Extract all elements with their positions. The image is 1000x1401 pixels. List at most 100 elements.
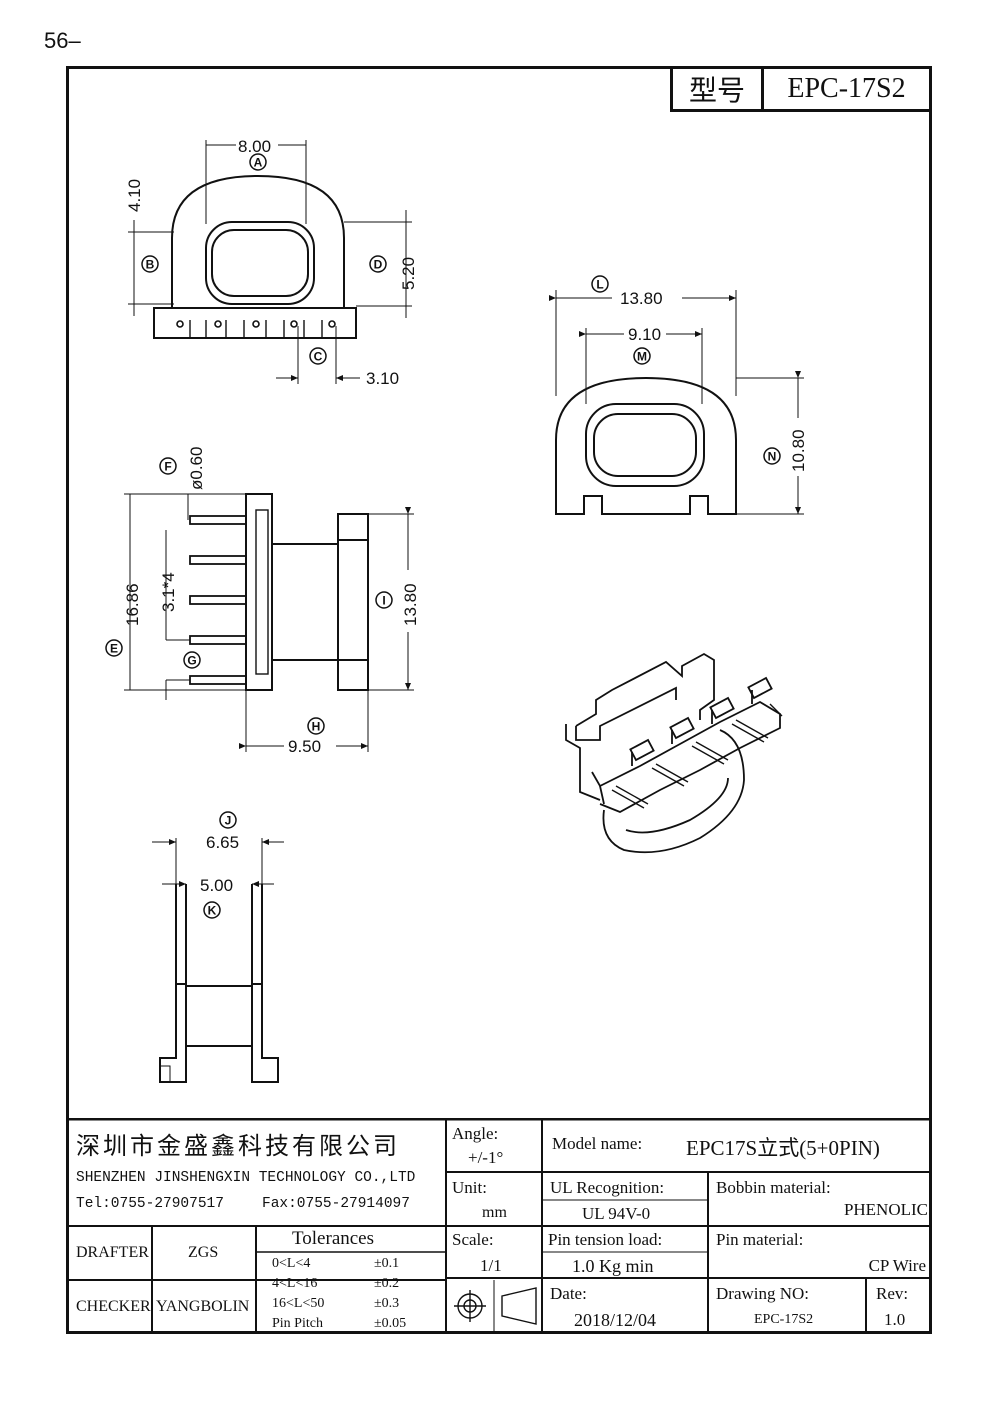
marker-circle-b [141, 255, 159, 273]
model-number: EPC-17S2 [787, 73, 906, 104]
marker-circle-i [375, 591, 393, 609]
bobbin-value: PHENOLIC [843, 1200, 928, 1219]
title-block: 深圳市金盛鑫科技有限公司 SHENZHEN JINSHENGXIN TECHNO… [66, 1118, 932, 1334]
date-label: Date: [550, 1284, 587, 1303]
date-value: 2018/12/04 [574, 1310, 657, 1330]
front-view [549, 290, 804, 515]
marker-circle-h [307, 717, 325, 735]
checker-value: YANGBOLIN [156, 1298, 250, 1315]
model-name-value: EPC17S立式(5+0PIN) [686, 1136, 880, 1160]
drawing-frame [66, 66, 932, 1334]
company-tel: Tel:0755-27907517 [76, 1196, 224, 1212]
dim-g-value: 3.1*4 [159, 572, 178, 612]
marker-circle-g [183, 651, 201, 669]
dim-l-value: 13.80 [620, 289, 663, 308]
dim-k-value: 5.00 [200, 876, 233, 895]
tolerances-title: Tolerances [292, 1228, 375, 1249]
section-view [152, 838, 284, 1083]
dim-h-value: 9.50 [288, 737, 321, 756]
top-view [128, 140, 412, 384]
marker-g: G [187, 654, 196, 668]
tolerance-row: 16<L<50±0.3 [272, 1294, 444, 1314]
ul-label: UL Recognition: [550, 1178, 665, 1197]
marker-a: A [254, 156, 263, 170]
tolerance-range: Pin Pitch [272, 1316, 323, 1331]
marker-circle-k [203, 901, 221, 919]
page-number: 56– [44, 28, 81, 53]
model-name-label: Model name: [552, 1134, 643, 1153]
tolerance-range: 4<L<16 [272, 1276, 318, 1291]
pin-material-label: Pin material: [716, 1230, 804, 1249]
drafter-value: ZGS [188, 1244, 219, 1261]
checker-label: CHECKER [76, 1298, 151, 1315]
drafter-label: DRAFTER [76, 1244, 149, 1261]
tolerance-value: ±0.05 [374, 1316, 407, 1331]
tolerance-value: ±0.3 [374, 1296, 400, 1311]
model-header: 型号 EPC-17S2 [670, 66, 932, 112]
type-label: 型号 [673, 69, 764, 109]
angle-label: Angle: [452, 1124, 499, 1143]
marker-j: J [225, 814, 232, 828]
side-view [124, 493, 414, 752]
drawing-no-value: EPC-17S2 [754, 1312, 814, 1327]
marker-c: C [314, 350, 323, 364]
dim-j-value: 6.65 [206, 833, 239, 852]
marker-circle-m [633, 347, 651, 365]
ul-value: UL 94V-0 [582, 1204, 651, 1223]
dim-a-value: 8.00 [238, 137, 271, 156]
dim-i-value: 13.80 [401, 583, 420, 626]
rev-label: Rev: [876, 1284, 909, 1303]
marker-k: K [208, 904, 217, 918]
drawing-no-label: Drawing NO: [716, 1284, 810, 1303]
title-block-grid [66, 1118, 932, 1334]
dim-m-value: 9.10 [628, 325, 661, 344]
marker-l: L [596, 278, 603, 292]
marker-n: N [768, 450, 777, 464]
tolerance-row: 4<L<16 ±0.2 [272, 1274, 444, 1294]
marker-circle-d [369, 255, 387, 273]
dim-d-value: 5.20 [399, 257, 418, 290]
angle-value: +/-1° [468, 1148, 504, 1167]
dim-c-value: 3.10 [366, 369, 399, 388]
bobbin-label: Bobbin material: [716, 1178, 831, 1197]
marker-m: M [637, 350, 647, 364]
marker-d: D [374, 258, 383, 272]
pin-tension-value: 1.0 Kg min [572, 1256, 654, 1276]
dim-e-value: 16.86 [123, 583, 142, 626]
marker-circle-f [159, 457, 177, 475]
tolerance-row: 0<L<4 ±0.1 [272, 1254, 444, 1274]
marker-e: E [110, 642, 118, 656]
tolerance-value: ±0.1 [374, 1256, 400, 1271]
marker-circle-e [105, 639, 123, 657]
unit-value: mm [482, 1204, 507, 1221]
company-name-cn: 深圳市金盛鑫科技有限公司 [76, 1134, 400, 1160]
tolerance-range: 0<L<4 [272, 1256, 311, 1271]
projection-symbol-icon [454, 1287, 537, 1325]
marker-circle-l [591, 275, 609, 293]
dim-b-value: 4.10 [125, 179, 144, 212]
dim-n-value: 10.80 [789, 429, 808, 472]
scale-label: Scale: [452, 1230, 494, 1249]
marker-circle-j [219, 811, 237, 829]
reference-markers: A B C D E F G H I J K L M N [105, 153, 781, 919]
marker-i: I [382, 594, 385, 608]
marker-h: H [312, 720, 321, 734]
marker-circle-n [763, 447, 781, 465]
isometric-view [565, 652, 783, 854]
tolerance-value: ±0.2 [374, 1276, 400, 1291]
scale-value: 1/1 [480, 1256, 502, 1275]
rev-value: 1.0 [884, 1310, 906, 1329]
marker-circle-c [309, 347, 327, 365]
pin-tension-label: Pin tension load: [548, 1230, 663, 1249]
marker-circle-a [249, 153, 267, 171]
marker-f: F [164, 460, 171, 474]
marker-b: B [146, 258, 155, 272]
company-name-en: SHENZHEN JINSHENGXIN TECHNOLOGY CO.,LTD [76, 1170, 416, 1186]
unit-label: Unit: [452, 1178, 487, 1197]
tolerance-row: Pin Pitch ±0.05 [272, 1314, 444, 1334]
company-fax: Fax:0755-27914097 [262, 1196, 410, 1212]
dim-f-value: ø0.60 [187, 447, 206, 490]
pin-material-value: CP Wire [868, 1256, 926, 1275]
